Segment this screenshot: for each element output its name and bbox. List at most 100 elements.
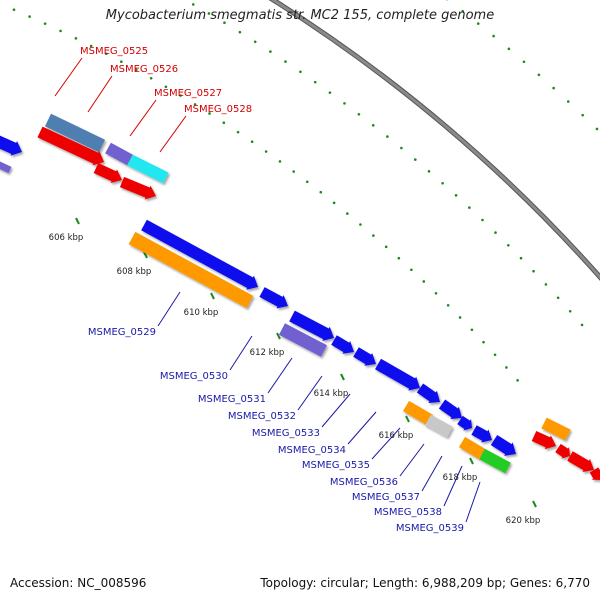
gene-label-lower: MSMEG_0536	[330, 477, 398, 488]
major-tick	[75, 217, 80, 225]
label-leader-line	[267, 357, 293, 394]
gene-label-lower: MSMEG_0534	[278, 445, 346, 456]
gene-label-lower: MSMEG_0535	[302, 460, 370, 471]
tick-dot-inner-ring	[454, 194, 458, 197]
tick-dot-mid-ring	[236, 130, 240, 134]
tick-dot-inner-ring	[568, 309, 572, 313]
gene-feature	[128, 231, 254, 309]
label-leader-line	[54, 57, 83, 97]
label-leader-line	[157, 291, 181, 327]
tick-dot-mid-ring	[278, 160, 282, 163]
tick-dot-outer-ring	[522, 60, 526, 64]
gene-feature	[0, 161, 12, 174]
tick-dot-outer-ring	[581, 113, 584, 117]
gene-feature	[457, 415, 472, 431]
tick-dot-inner-ring	[238, 30, 242, 34]
tick-dot-inner-ring	[371, 124, 375, 127]
tick-dot-outer-ring	[461, 9, 464, 13]
tick-dot-outer-ring	[552, 86, 555, 90]
tick-dot-inner-ring	[223, 21, 226, 25]
tick-dot-inner-ring	[544, 283, 548, 286]
tick-dot-mid-ring	[384, 245, 388, 249]
label-leader-line	[159, 115, 187, 153]
tick-dot-inner-ring	[532, 269, 535, 273]
major-tick	[405, 415, 410, 423]
major-tick	[143, 251, 148, 259]
tick-dot-mid-ring	[74, 37, 78, 40]
major-tick	[469, 457, 474, 465]
tick-dot-inner-ring	[519, 256, 523, 260]
kbp-tick-label: 612 kbp	[250, 348, 285, 358]
tick-dot-mid-ring	[164, 85, 168, 89]
tick-dot-mid-ring	[346, 212, 349, 215]
genome-backbone	[270, 0, 600, 280]
kbp-tick-label: 616 kbp	[379, 431, 414, 441]
gene-feature	[416, 383, 440, 403]
gene-label-lower: MSMEG_0530	[160, 371, 228, 382]
tick-dot-inner-ring	[313, 80, 317, 84]
gene-features-layer	[0, 113, 600, 480]
tick-dot-mid-ring	[292, 170, 295, 173]
gene-label-upper: MSMEG_0526	[110, 64, 178, 75]
tick-dot-mid-ring	[59, 29, 62, 33]
accession-text: Accession: NC_008596	[10, 576, 147, 590]
gene-feature	[93, 163, 122, 184]
gene-feature	[141, 219, 258, 290]
tick-dot-outer-ring	[492, 34, 495, 38]
tick-dot-mid-ring	[505, 366, 508, 369]
gene-label-lower: MSMEG_0529	[88, 327, 156, 338]
major-tick	[276, 332, 281, 340]
tick-dot-inner-ring	[191, 3, 195, 6]
gene-label-upper: MSMEG_0527	[154, 88, 222, 99]
kbp-tick-label: 614 kbp	[314, 389, 349, 399]
tick-dot-mid-ring	[12, 8, 16, 12]
label-leader-line	[421, 455, 443, 492]
tick-dot-mid-ring	[135, 68, 138, 72]
tick-dot-outer-ring	[507, 47, 511, 51]
gene-feature	[278, 323, 328, 357]
gene-label-lower: MSMEG_0532	[228, 411, 296, 422]
tick-dot-outer-ring	[595, 127, 599, 131]
tick-dot-inner-ring	[494, 231, 497, 234]
map-title: Mycobacterium smegmatis str. MC2 155, co…	[105, 8, 495, 23]
gene-feature	[0, 135, 22, 156]
tick-dot-mid-ring	[264, 150, 268, 153]
tick-dot-inner-ring	[441, 181, 444, 185]
gene-label-lower: MSMEG_0539	[396, 523, 464, 534]
tick-dot-mid-ring	[422, 280, 426, 283]
tick-dot-inner-ring	[357, 112, 361, 116]
gene-feature	[289, 310, 334, 341]
label-leader-line	[399, 443, 425, 477]
kbp-tick-label: 618 kbp	[443, 473, 478, 483]
tick-dot-mid-ring	[179, 94, 182, 97]
tick-dot-inner-ring	[386, 135, 389, 138]
label-leader-line	[87, 75, 113, 113]
tick-marks-layer	[12, 0, 599, 508]
genome-summary-text: Topology: circular; Length: 6,988,209 bp…	[260, 576, 590, 590]
backbone-layer	[268, 0, 600, 281]
tick-dot-mid-ring	[470, 328, 474, 332]
gene-feature	[37, 126, 104, 166]
gene-label-lower: MSMEG_0533	[252, 428, 320, 439]
gene-feature	[438, 399, 462, 419]
kbp-tick-label: 606 kbp	[49, 233, 84, 243]
tick-dot-mid-ring	[305, 180, 309, 184]
tick-dot-inner-ring	[427, 170, 431, 173]
gene-feature	[425, 414, 453, 438]
tick-dot-mid-ring	[120, 60, 123, 64]
tick-dot-inner-ring	[556, 296, 560, 300]
tick-dot-mid-ring	[493, 353, 497, 357]
tick-dot-mid-ring	[397, 256, 401, 260]
label-leader-line	[443, 465, 463, 507]
gene-label-upper: MSMEG_0528	[184, 104, 252, 115]
tick-dot-inner-ring	[468, 206, 471, 209]
tick-dot-mid-ring	[410, 268, 413, 272]
tick-dot-outer-ring	[566, 100, 570, 103]
label-leader-line	[321, 393, 351, 428]
tick-dot-mid-ring	[28, 15, 31, 18]
tick-dot-mid-ring	[434, 292, 438, 295]
tick-dot-mid-ring	[104, 52, 108, 56]
gene-feature	[555, 443, 570, 459]
